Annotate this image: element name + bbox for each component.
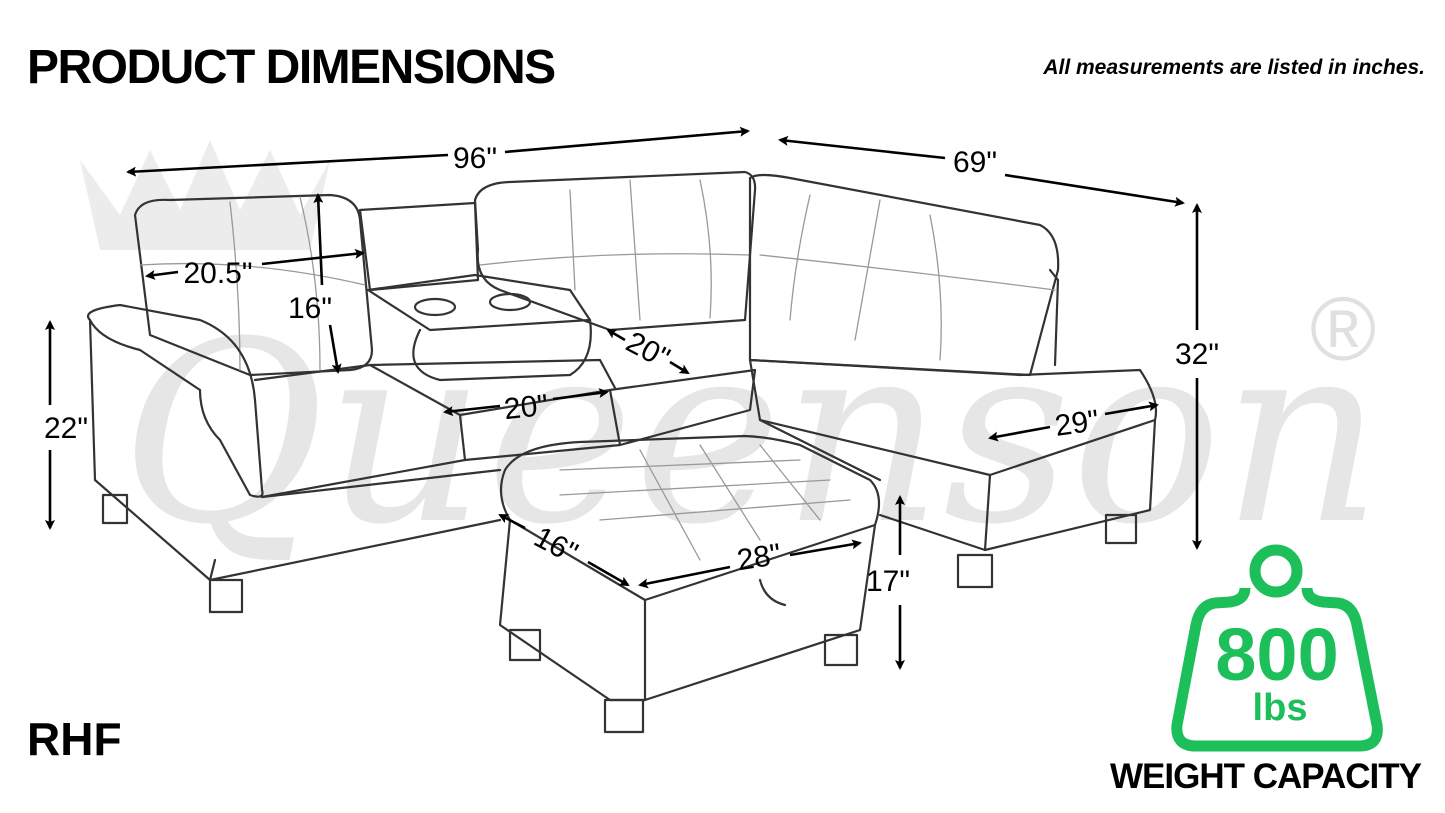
dim-seat-width: 20": [502, 389, 549, 426]
variant-label: RHF: [27, 713, 122, 765]
sectional-sofa-drawing: [87, 170, 1158, 734]
weight-value: 800: [1215, 613, 1338, 696]
page-title: PRODUCT DIMENSIONS: [27, 41, 556, 94]
registered-mark: ®: [1310, 280, 1376, 380]
weight-icon: 800 lbs: [1171, 544, 1383, 752]
dim-ottoman-height: 17": [866, 565, 910, 598]
weight-unit: lbs: [1253, 687, 1308, 729]
weight-capacity-label: WEIGHT CAPACITY: [1110, 757, 1422, 796]
dim-back-cushion-width: 20.5": [183, 257, 252, 290]
dim-chaise-length: 69": [953, 146, 997, 179]
dim-chaise-width: 29": [1053, 404, 1101, 443]
watermark-text: Queenson: [120, 288, 1383, 579]
dim-height: 32": [1175, 338, 1219, 371]
dimension-arrows: [45, 126, 1202, 670]
dim-back-cushion-height: 16": [288, 292, 332, 325]
dim-ottoman-width: 28": [735, 538, 784, 577]
watermark-logo: Queenson ®: [80, 140, 1383, 579]
measurement-note: All measurements are listed in inches.: [1043, 56, 1425, 79]
dim-total-width: 96": [453, 142, 497, 175]
dim-arm-height: 22": [44, 412, 88, 445]
